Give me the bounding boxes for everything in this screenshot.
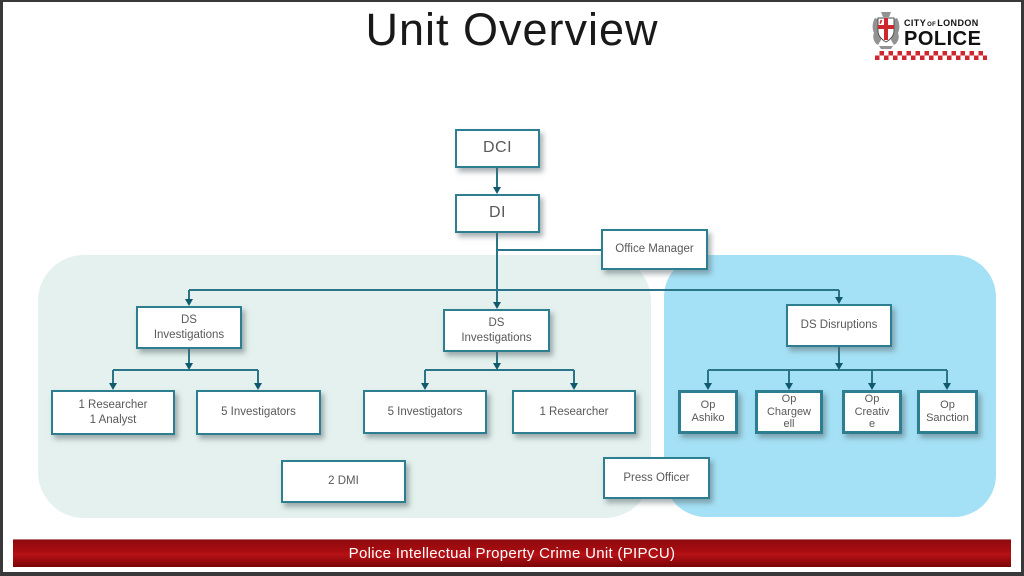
arrowhead-icon xyxy=(569,383,578,390)
connector-line xyxy=(188,349,190,363)
connector-line xyxy=(497,249,601,251)
page-title: Unit Overview xyxy=(365,4,659,55)
arrowhead-icon xyxy=(420,383,429,390)
arrowhead-icon xyxy=(253,383,262,390)
arrowhead-icon xyxy=(703,383,712,390)
city-of-london-police-logo: CITYOFLONDON POLICE xyxy=(871,10,997,62)
connector-line xyxy=(573,370,575,383)
connector-line xyxy=(838,347,840,363)
org-node-investigators-middle: 5 Investigators xyxy=(363,390,487,434)
arrowhead-icon xyxy=(784,383,793,390)
org-node-2-dmi: 2 DMI xyxy=(281,460,406,503)
org-node-di: DI xyxy=(455,194,540,233)
arrowhead-icon xyxy=(492,187,501,194)
connector-line xyxy=(708,369,947,371)
org-node-researcher-analyst: 1 Researcher 1 Analyst xyxy=(51,390,175,435)
logo-police-text: POLICE xyxy=(904,28,982,50)
city-crest-icon xyxy=(872,12,900,49)
org-node-op-ashiko: Op Ashiko xyxy=(678,390,738,434)
org-node-researcher: 1 Researcher xyxy=(512,390,636,434)
arrowhead-icon xyxy=(492,302,501,309)
logo-london-text: LONDON xyxy=(937,18,979,28)
connector-line xyxy=(871,370,873,383)
arrowhead-icon xyxy=(834,363,843,370)
connector-line xyxy=(707,370,709,383)
disruptions-panel xyxy=(664,255,996,517)
org-node-op-creative: Op Creativ e xyxy=(842,390,902,434)
connector-line xyxy=(496,233,498,302)
arrowhead-icon xyxy=(184,299,193,306)
connector-line xyxy=(189,289,839,291)
connector-line xyxy=(496,168,498,188)
org-node-press-officer: Press Officer xyxy=(603,457,710,499)
connector-line xyxy=(188,290,190,299)
org-node-dci: DCI xyxy=(455,129,540,168)
org-node-investigators-left: 5 Investigators xyxy=(196,390,321,435)
connector-line xyxy=(424,370,426,383)
footer-title: Police Intellectual Property Crime Unit … xyxy=(348,545,676,562)
org-node-ds-investigations-middle: DS Investigations xyxy=(443,309,550,352)
connector-line xyxy=(496,352,498,363)
org-node-ds-disruptions: DS Disruptions xyxy=(786,304,892,347)
org-node-ds-investigations-left: DS Investigations xyxy=(136,306,242,349)
logo-text: CITYOFLONDON POLICE xyxy=(904,18,981,49)
org-node-op-chargewell: Op Chargew ell xyxy=(755,390,823,434)
footer-bar: Police Intellectual Property Crime Unit … xyxy=(13,539,1011,567)
connector-line xyxy=(112,370,114,383)
arrowhead-icon xyxy=(492,363,501,370)
arrowhead-icon xyxy=(108,383,117,390)
connector-line xyxy=(257,370,259,383)
connector-line xyxy=(788,370,790,383)
logo-city-of-london: CITYOFLONDON xyxy=(904,18,981,28)
arrowhead-icon xyxy=(942,383,951,390)
arrowhead-icon xyxy=(867,383,876,390)
logo-of-text: OF xyxy=(927,22,937,28)
connector-line xyxy=(838,290,840,297)
org-node-office-manager: Office Manager xyxy=(601,229,708,270)
logo-city-text: CITY xyxy=(904,18,927,28)
checker-band-icon xyxy=(875,51,987,60)
arrowhead-icon xyxy=(834,297,843,304)
arrowhead-icon xyxy=(184,363,193,370)
connector-line xyxy=(946,370,948,383)
org-node-op-sanction: Op Sanction xyxy=(917,390,978,434)
